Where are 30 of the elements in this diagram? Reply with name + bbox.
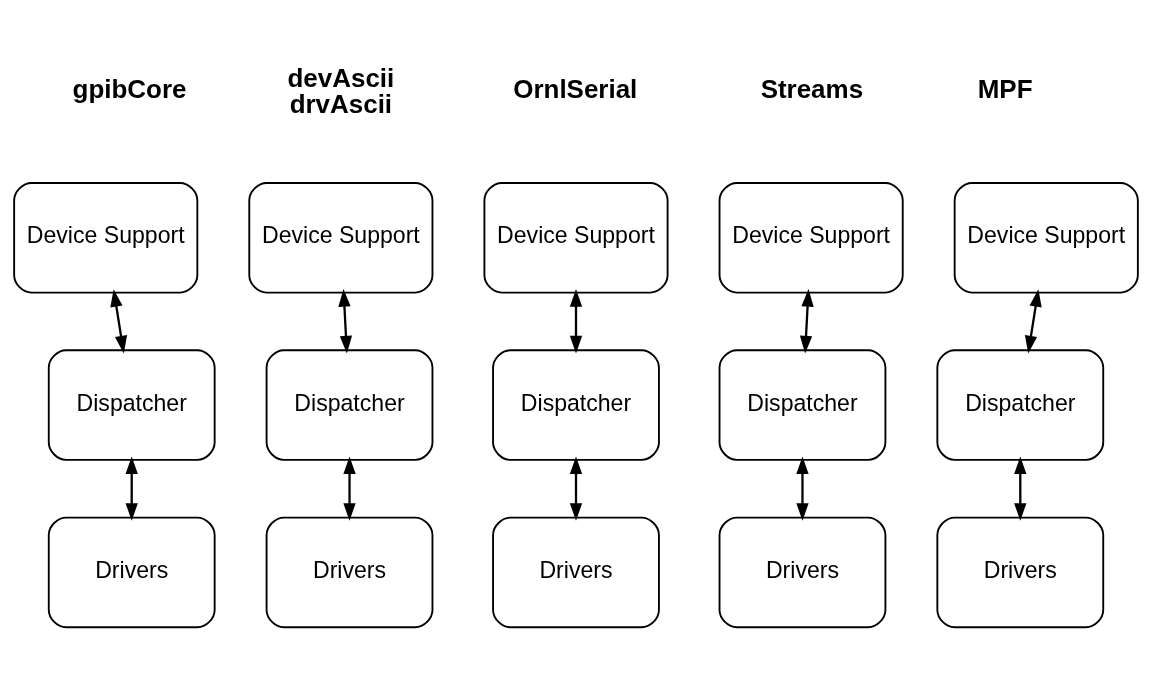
node-box: Drivers [936, 516, 1105, 629]
arrow [796, 456, 809, 521]
node-box: Dispatcher [47, 349, 216, 461]
arrow [799, 289, 814, 354]
arrow [110, 289, 128, 354]
node-box: Device Support [953, 182, 1139, 294]
label: OrnlSerial [513, 74, 638, 105]
arrow [1024, 289, 1042, 354]
node-box: Device Support [248, 182, 434, 294]
node-box: Device Support [483, 182, 669, 294]
node-box: Dispatcher [492, 349, 660, 461]
arrow [1014, 456, 1027, 521]
node-box: Drivers [47, 516, 216, 629]
label: gpibCore [72, 74, 187, 105]
arrow [343, 456, 356, 521]
node-box: Drivers [718, 516, 887, 629]
node-box: Dispatcher [936, 349, 1105, 461]
label: devAscii drvAscii [287, 62, 395, 119]
arrow [569, 456, 583, 521]
node-box: Dispatcher [265, 349, 434, 461]
label: Streams [760, 74, 864, 105]
node-box: Dispatcher [718, 349, 887, 461]
node-box: Drivers [492, 516, 660, 629]
node-box: Device Support [718, 182, 904, 294]
arrow [125, 456, 138, 521]
arrow [569, 289, 583, 354]
label: MPF [977, 74, 1033, 105]
node-box: Drivers [265, 516, 434, 629]
node-box: Device Support [13, 182, 199, 294]
arrow [338, 289, 353, 354]
